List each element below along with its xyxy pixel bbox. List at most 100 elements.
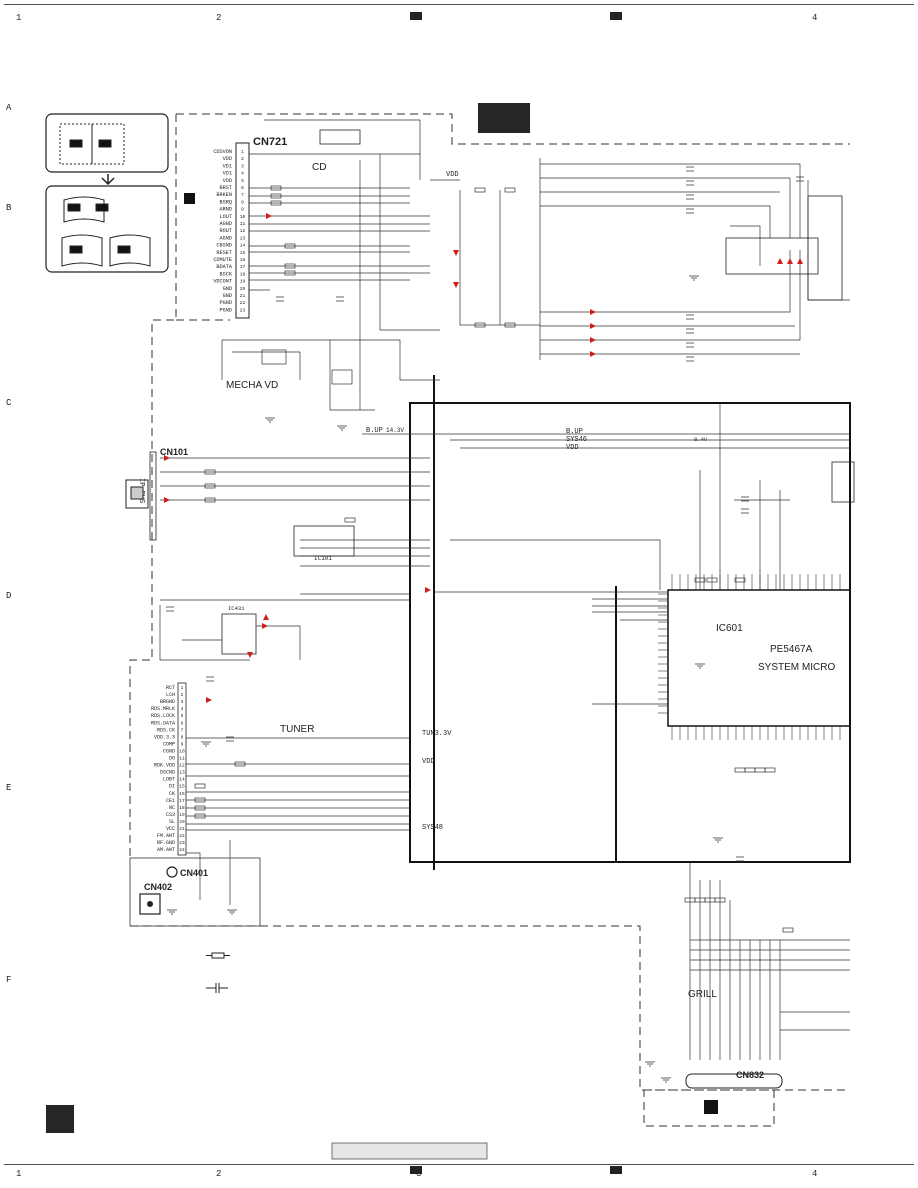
cn721-pin-number: 11 (240, 221, 246, 227)
resistor (764, 767, 776, 773)
capacitor (741, 496, 749, 502)
page-footer-bar (331, 1142, 488, 1160)
ic601-ref: IC601 (716, 623, 743, 634)
cn721-pin-label: BRST (220, 185, 232, 191)
key-chip (98, 139, 112, 148)
ic601-body (667, 589, 851, 727)
cn721-pin-number: 1 (241, 149, 244, 155)
grill-label: GRILL (688, 989, 717, 1000)
ic601-part: PE5467A (770, 644, 813, 655)
ground-symbol (695, 663, 705, 669)
tuner-pin-number: 10 (179, 748, 185, 754)
tuner-pin-number: 3 (181, 699, 184, 705)
grill-board-outline (643, 1089, 775, 1127)
bottom-mark-box (610, 1166, 622, 1174)
top-number-2: 2 (216, 13, 221, 23)
resistor (504, 187, 516, 193)
cn721-pin-number: 21 (240, 293, 246, 299)
tuner-pin-number: 2 (181, 692, 184, 698)
audio-trace (807, 180, 850, 301)
resistor (474, 187, 486, 193)
resistor-array (319, 129, 361, 145)
cn721-pin-number: 4 (241, 171, 244, 177)
resistor (474, 322, 486, 328)
cn721-pin-label: BRKEN (216, 192, 232, 198)
left-letter-d: D (6, 591, 11, 601)
key-page (109, 234, 151, 267)
cn721-pin-number: 12 (240, 228, 246, 234)
cn721-pin-number: 22 (240, 300, 246, 306)
micro-side-traces (434, 404, 790, 705)
ip-bus-socket (130, 486, 144, 500)
resistor (204, 469, 216, 475)
key-box-top (45, 113, 169, 173)
resistor (344, 517, 356, 523)
top-number-3: 3 (416, 13, 421, 23)
tuner-pin-number: 23 (179, 840, 185, 846)
ground-symbol (645, 1061, 655, 1067)
ground-symbol (689, 275, 699, 281)
resistor (734, 767, 746, 773)
section-tag-small (184, 193, 195, 204)
cn721-body (235, 142, 250, 319)
key-chip (95, 203, 109, 212)
cn401-jack (166, 866, 178, 878)
grill-traces (689, 862, 850, 1060)
ic601-pin-lines (658, 574, 841, 740)
ic431-label: IC431 (228, 605, 245, 612)
resistor (504, 322, 516, 328)
cn401-frame (129, 857, 261, 927)
tuner-pin-label: FM.ANT (157, 833, 175, 839)
net-vdd: VDD (566, 444, 579, 452)
capacitor (686, 328, 694, 334)
cn101-label: CN101 (160, 447, 188, 457)
cd-audio-traces (430, 158, 850, 360)
capacitor (686, 314, 694, 320)
key-chip (69, 245, 83, 254)
signal-arrow (590, 323, 596, 329)
cn401-label: CN401 (180, 868, 208, 878)
capacitor (741, 508, 749, 514)
tuner-pin-label: CK (169, 791, 175, 797)
resistor (270, 185, 282, 191)
tuner-pin-number: 21 (179, 826, 185, 832)
tuner-pin-number: 12 (179, 763, 185, 769)
signal-arrow (425, 587, 431, 593)
cn721-pin-label: BDATA (216, 264, 232, 270)
cn721-pin-number: 13 (240, 235, 246, 241)
resistor (194, 783, 206, 789)
cn721-pin-label: CBSND (216, 243, 232, 249)
net-8v: 8.4V (694, 436, 708, 443)
left-letter-c: C (6, 398, 12, 408)
tuner-pin-label: RDK.VDD (154, 763, 175, 769)
ip-bus-body (125, 479, 149, 509)
tuner-pin-number: 9 (181, 741, 184, 747)
cn721-pin-label: GND (223, 286, 232, 292)
bottom-number-2: 2 (216, 1169, 221, 1179)
bottom-number-1: 1 (16, 1169, 21, 1179)
resistor (284, 263, 296, 269)
cn721-pin-number: 10 (240, 214, 246, 220)
frame-tick (4, 1164, 914, 1165)
capacitor (686, 180, 694, 186)
cn721-pin-label: VDD (223, 178, 232, 184)
preamp-traces (159, 593, 410, 661)
tuner-pin-label: VCC (166, 826, 175, 832)
cn721-pin-number: 15 (240, 250, 246, 256)
tuner-pin-number: 6 (181, 720, 184, 726)
tuner-pin-number: 22 (179, 833, 185, 839)
signal-arrow (787, 258, 793, 264)
tuner-pin-number: 15 (179, 784, 185, 790)
top-number-4: 4 (812, 13, 817, 23)
cd-block-label: CD (312, 162, 326, 173)
cn721-pin-number: 17 (240, 264, 246, 270)
cn721-pin-number: 7 (241, 192, 244, 198)
capacitor (166, 606, 174, 612)
tuner-pin-label: RDS.LOCK (151, 713, 175, 719)
audio-trace (540, 250, 791, 313)
bus-line (249, 153, 421, 180)
cn721-pin-number: 2 (241, 156, 244, 162)
tuner-pin-label: CGND (163, 748, 175, 754)
ground-symbol (661, 1077, 671, 1083)
